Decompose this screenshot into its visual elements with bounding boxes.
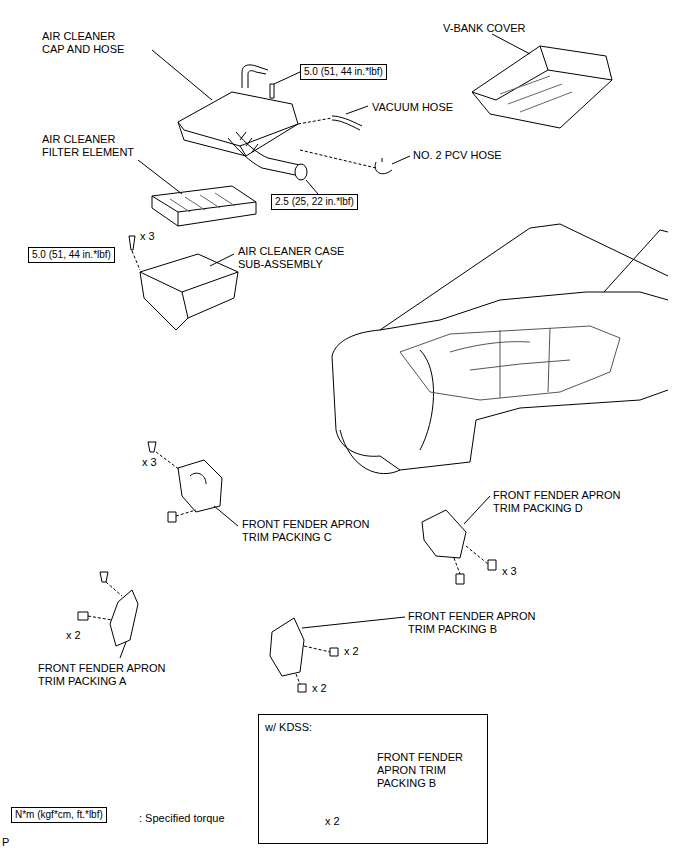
intake-hose bbox=[228, 132, 304, 176]
clip bbox=[456, 560, 496, 584]
part-label: AIR CLEANER CASE SUB-ASSEMBLY bbox=[238, 245, 350, 271]
packing-b bbox=[270, 618, 304, 676]
part-label: FRONT FENDER APRON TRIM PACKING B bbox=[408, 610, 543, 636]
leader bbox=[88, 582, 122, 620]
quantity-callout: x 2 bbox=[325, 815, 340, 828]
packing-c bbox=[178, 460, 222, 512]
cover-ribs bbox=[500, 76, 572, 112]
variant-box: w/ KDSS: FRONT FENDER APRON TRIM PACKING … bbox=[258, 714, 488, 844]
torque-value: 2.5 (25, 22 in.*lbf) bbox=[275, 196, 354, 208]
clip bbox=[78, 572, 108, 620]
part-label: AIR CLEANER CAP AND HOSE bbox=[42, 30, 134, 56]
part-label: FRONT FENDER APRON TRIM PACKING A bbox=[38, 662, 173, 688]
engine bbox=[400, 326, 620, 400]
leader bbox=[156, 452, 196, 516]
dashed-guide bbox=[298, 118, 376, 168]
leader bbox=[132, 251, 140, 270]
air-cleaner-cap bbox=[178, 92, 298, 156]
v-bank-cover bbox=[472, 46, 612, 128]
torque-spec-box: N*m (kgf*cm, ft.*lbf) bbox=[11, 807, 107, 823]
torque-value: N*m (kgf*cm, ft.*lbf) bbox=[15, 809, 103, 821]
part-label: FRONT FENDER APRON TRIM PACKING C bbox=[242, 518, 377, 544]
hose-ribs bbox=[240, 132, 258, 152]
filter-element bbox=[152, 186, 256, 226]
quantity-callout: x 3 bbox=[502, 565, 517, 578]
bolt bbox=[129, 236, 135, 250]
quantity-callout: x 2 bbox=[66, 629, 81, 642]
part-label: FRONT FENDER APRON TRIM PACKING D bbox=[493, 489, 628, 515]
vehicle-body bbox=[332, 224, 668, 470]
packing-a bbox=[110, 590, 138, 646]
filter-pleats bbox=[170, 193, 235, 212]
part-label: : Specified torque bbox=[139, 812, 225, 825]
packing-d bbox=[422, 510, 466, 558]
part-label: NO. 2 PCV HOSE bbox=[413, 149, 502, 162]
quantity-callout: x 2 bbox=[312, 682, 327, 695]
leader bbox=[454, 546, 488, 574]
part-label: AIR CLEANER FILTER ELEMENT bbox=[42, 133, 142, 159]
part-label: P bbox=[2, 836, 9, 849]
hose-clamp bbox=[295, 164, 307, 180]
quantity-callout: x 3 bbox=[142, 456, 157, 469]
torque-value: 5.0 (51, 44 in.*lbf) bbox=[32, 249, 111, 261]
leader bbox=[296, 646, 330, 684]
torque-spec-box: 2.5 (25, 22 in.*lbf) bbox=[271, 194, 358, 210]
pcv-hose bbox=[375, 158, 392, 174]
clip bbox=[148, 442, 176, 522]
vacuum-hose bbox=[332, 116, 362, 130]
torque-spec-box: 5.0 (51, 44 in.*lbf) bbox=[28, 247, 115, 263]
part-label: V-BANK COVER bbox=[443, 22, 526, 35]
part-label: VACUUM HOSE bbox=[372, 101, 453, 114]
torque-spec-box: 5.0 (51, 44 in.*lbf) bbox=[300, 64, 387, 80]
quantity-callout: x 2 bbox=[344, 645, 359, 658]
variant-heading: w/ KDSS: bbox=[265, 721, 312, 734]
quantity-callout: x 3 bbox=[140, 230, 155, 243]
torque-value: 5.0 (51, 44 in.*lbf) bbox=[304, 66, 383, 78]
part-label: FRONT FENDER APRON TRIM PACKING B bbox=[377, 751, 485, 790]
leader bbox=[120, 34, 530, 770]
cap-tube bbox=[242, 65, 268, 88]
air-cleaner-case bbox=[140, 254, 238, 330]
wheel-arch bbox=[340, 430, 400, 474]
bolt bbox=[270, 84, 274, 98]
